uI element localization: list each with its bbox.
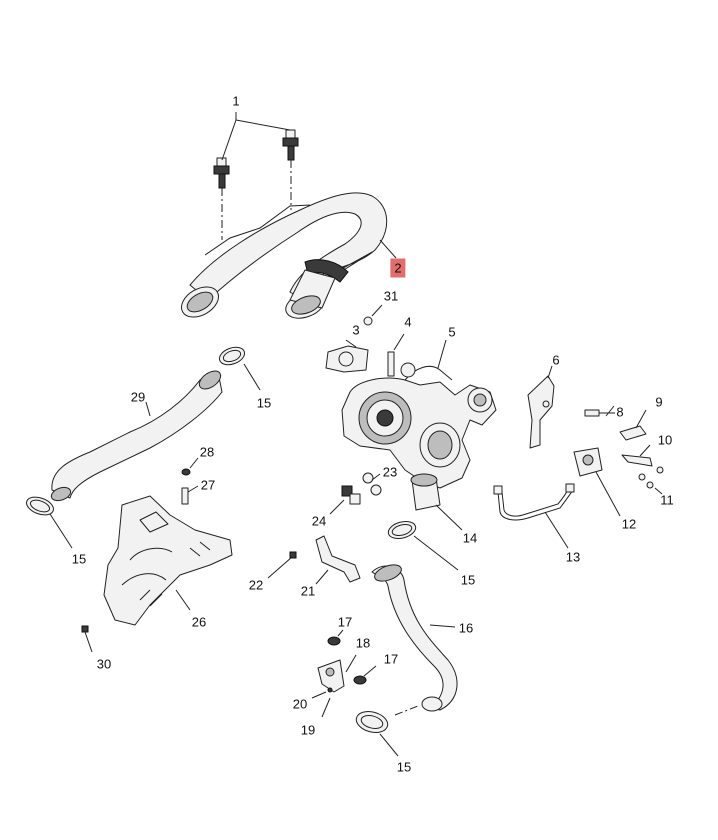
nut-part-31	[363, 304, 383, 326]
callout-26: 26	[191, 614, 207, 630]
callout-17-upper: 17	[337, 614, 353, 630]
callout-2-highlighted[interactable]: 2	[390, 258, 406, 278]
pipe-part-29	[50, 370, 223, 502]
callout-8: 8	[616, 404, 624, 420]
fittings-parts-23-24	[329, 472, 382, 515]
bracket-parts-17-20	[311, 629, 377, 718]
hose-part-13	[493, 483, 575, 549]
callout-28: 28	[199, 444, 215, 460]
pipe-bracket-part-21	[315, 535, 361, 585]
callout-9: 9	[655, 394, 663, 410]
bracket-part-6	[527, 365, 555, 449]
callout-6: 6	[552, 352, 560, 368]
bolt-part-30	[81, 625, 93, 653]
callout-13: 13	[565, 549, 581, 565]
gasket-part-3	[325, 339, 369, 373]
callout-14: 14	[462, 530, 478, 546]
bolt-part-22	[267, 551, 297, 579]
clamp-part-15	[26, 346, 459, 757]
callout-4: 4	[404, 314, 412, 330]
callout-30: 30	[96, 656, 112, 672]
callout-27: 27	[200, 477, 216, 493]
callout-20: 20	[292, 696, 308, 712]
bolt-part-1	[213, 129, 299, 240]
callout-18: 18	[355, 635, 371, 651]
stud-parts-27-28	[181, 457, 199, 505]
stud-part-4	[387, 333, 405, 377]
sensor-assembly-parts-8-12	[573, 405, 664, 517]
callout-11: 11	[660, 492, 674, 508]
hose-part-16	[371, 564, 458, 716]
callout-5: 5	[448, 324, 456, 340]
turbocharger-part-5	[341, 339, 497, 489]
callout-3: 3	[352, 322, 360, 338]
outlet-elbow-part-14	[410, 473, 463, 531]
callout-15-right: 15	[460, 572, 476, 588]
callout-15-bottom: 15	[396, 759, 412, 775]
leader-lines	[221, 112, 291, 161]
callout-23: 23	[382, 464, 398, 480]
callout-16: 16	[458, 620, 474, 636]
callout-17-lower: 17	[383, 651, 399, 667]
callout-29: 29	[130, 389, 146, 405]
heat-shield-part-26	[103, 495, 233, 626]
callout-21: 21	[300, 583, 316, 599]
callout-19: 19	[300, 722, 316, 738]
callout-15-left: 15	[71, 551, 87, 567]
callout-1: 1	[232, 93, 240, 109]
callout-24: 24	[311, 513, 327, 529]
callout-10: 10	[657, 432, 673, 448]
callout-22: 22	[248, 577, 264, 593]
callout-31: 31	[383, 288, 399, 304]
charge-air-pipe-part-2	[181, 192, 397, 319]
callout-12: 12	[621, 516, 637, 532]
callout-15-top: 15	[256, 395, 272, 411]
